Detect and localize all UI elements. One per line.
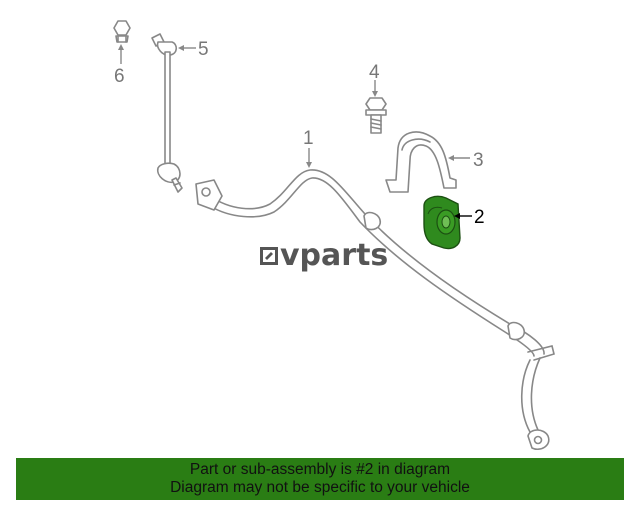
part-3-bracket[interactable] [385,131,457,193]
callout-4[interactable]: 4 [369,62,380,83]
part-2-bushing[interactable] [423,195,461,250]
banner-line-2: Diagram may not be specific to your vehi… [170,479,470,496]
parts-diagram: 6 5 1 4 [113,20,555,451]
part-1-stabilizer-bar[interactable] [195,169,555,451]
banner-line-1: Part or sub-assembly is #2 in diagram [189,461,451,478]
info-banner: Part or sub-assembly is #2 in diagram Di… [16,458,624,500]
callout-1[interactable]: 1 [303,128,314,149]
callout-5[interactable]: 5 [198,39,209,60]
watermark-logo-mark [260,247,278,265]
part-6-nut[interactable] [113,20,131,43]
watermark-text: vparts [280,238,388,273]
part-4-bolt[interactable] [365,97,387,134]
part-5-stabilizer-link[interactable] [151,33,183,193]
callout-2[interactable]: 2 [474,207,485,228]
callout-3[interactable]: 3 [473,150,484,171]
callout-6[interactable]: 6 [114,66,125,87]
watermark-logo: vparts [260,238,388,273]
